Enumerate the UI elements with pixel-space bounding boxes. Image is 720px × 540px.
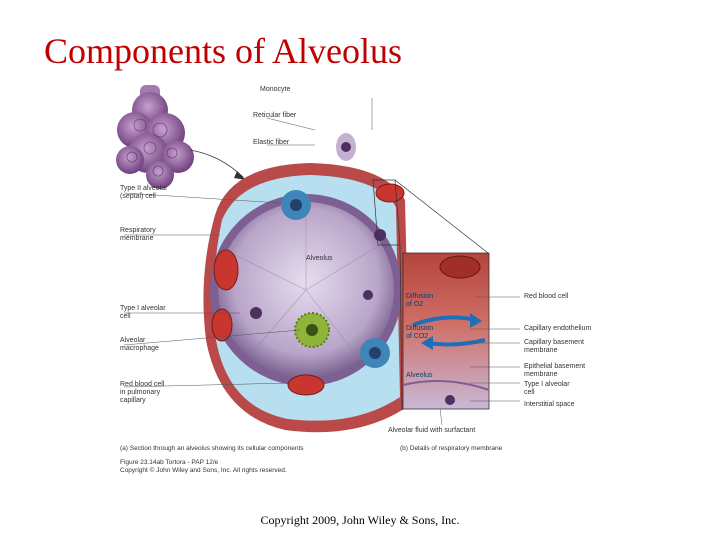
- alveolus-figure: Monocyte Reticular fiber Elastic fiber T…: [110, 85, 610, 485]
- copyright-footer: Copyright 2009, John Wiley & Sons, Inc.: [260, 513, 460, 527]
- caption-figure-ref: Figure 23.14ab Tortora - PAP 12/e: [120, 459, 219, 466]
- label-capillary-endothelium: Capillary endothelium: [524, 325, 592, 332]
- label-red-blood-cell: Red blood cell: [524, 293, 569, 300]
- label-type-ii-cell: Type II alveolar (septal) cell: [120, 185, 168, 200]
- label-type-i-cell-right: Type I alveolar cell: [524, 381, 570, 396]
- label-reticular-fiber: Reticular fiber: [253, 112, 297, 119]
- alveolus-illustration: [116, 85, 520, 433]
- lung-lobule: [116, 85, 194, 189]
- label-red-blood-cell-capillary: Red blood cell in pulmonary capillary: [120, 381, 165, 404]
- alveolus-section: [203, 133, 410, 433]
- caption-b: (b) Details of respiratory membrane: [400, 445, 503, 452]
- label-alveolar-macrophage: Alveolar macrophage: [120, 337, 159, 352]
- label-elastic-fiber: Elastic fiber: [253, 139, 290, 146]
- label-alveolar-fluid: Alveolar fluid with surfactant: [388, 427, 476, 434]
- label-respiratory-membrane: Respiratory membrane: [120, 227, 156, 242]
- label-type-i-cell: Type I alveolar cell: [120, 305, 166, 320]
- inset-label-diffusion-co2: Diffusion of CO2: [406, 325, 434, 340]
- slide-title: Components of Alveolus: [44, 31, 402, 71]
- caption-copyright-line: Copyright © John Wiley and Sons, Inc. Al…: [120, 467, 287, 474]
- inset-label-alveolus: Alveolus: [406, 372, 433, 379]
- label-capillary-basement-membrane: Capillary basement membrane: [524, 339, 584, 354]
- label-monocyte: Monocyte: [260, 86, 291, 93]
- label-alveolus: Alveolus: [306, 255, 333, 262]
- inset-label-diffusion-o2: Diffusion of O2: [406, 293, 434, 308]
- caption-a: (a) Section through an alveolus showing …: [120, 445, 304, 452]
- label-epithelial-basement-membrane: Epithelial basement membrane: [524, 363, 586, 378]
- label-interstitial-space: Interstitial space: [524, 401, 575, 408]
